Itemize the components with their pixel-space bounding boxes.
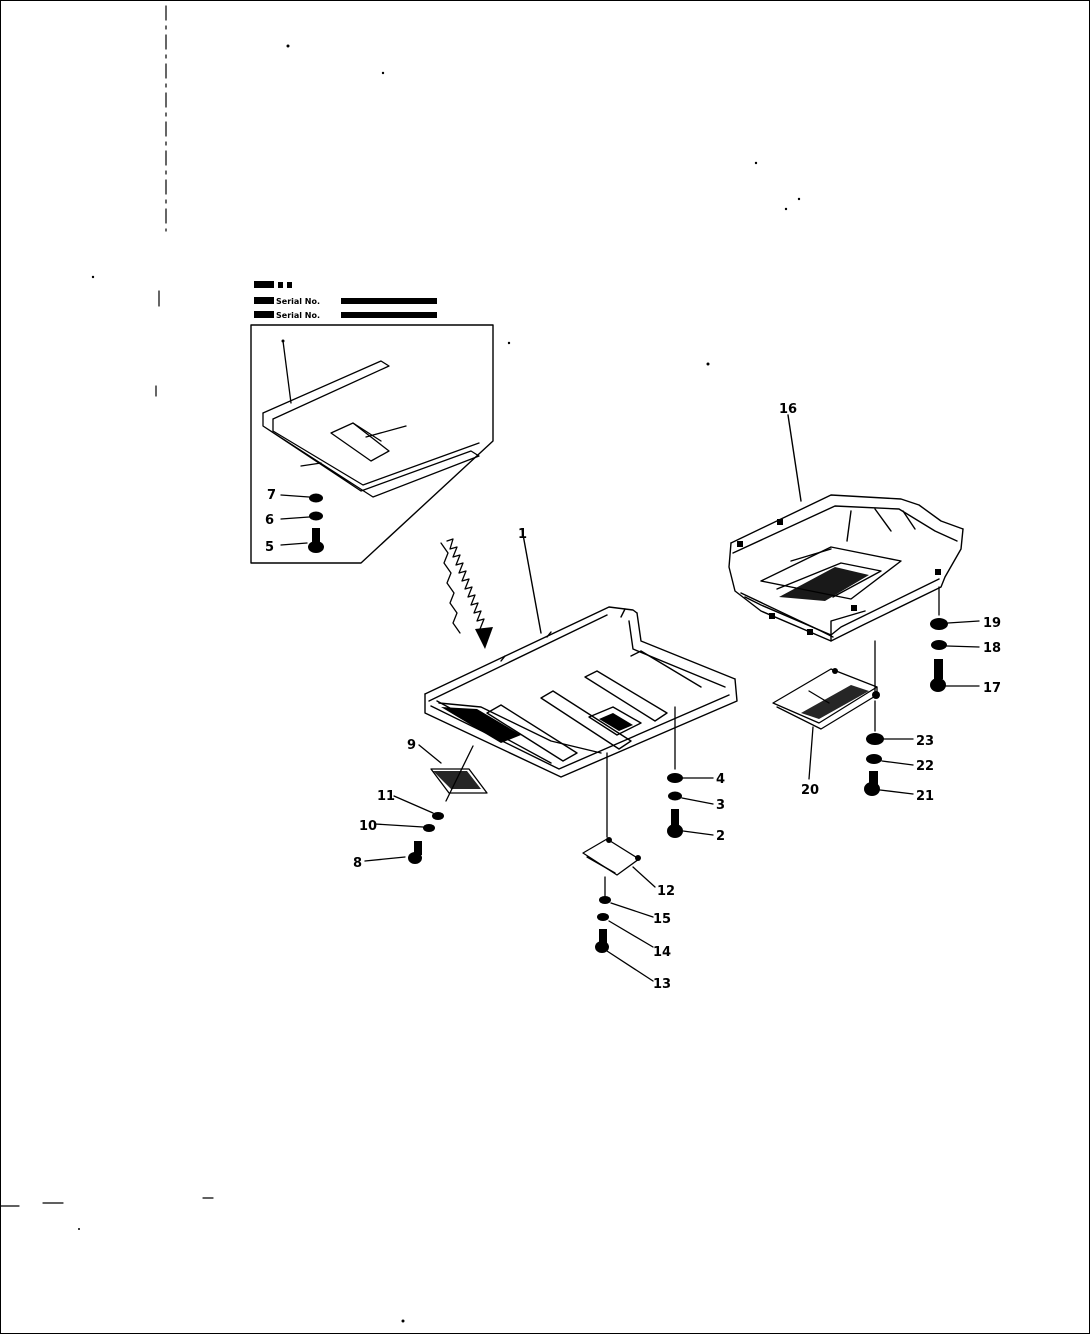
inset-header-line2: Serial No. [276, 297, 320, 306]
inset-frame [250, 324, 494, 564]
fasteners-2-4 [667, 706, 714, 838]
inset-guard-drawing [262, 339, 480, 498]
guard-part-1 [424, 528, 738, 778]
callout-23: 23 [916, 734, 934, 749]
callout-4: 4 [716, 772, 725, 787]
callout-5: 5 [265, 540, 274, 555]
callout-19: 19 [983, 616, 1001, 631]
callout-21: 21 [916, 789, 934, 804]
lock-washer-icon [668, 791, 682, 801]
callout-12: 12 [657, 884, 675, 899]
callout-22: 22 [916, 759, 934, 774]
callout-15: 15 [653, 912, 671, 927]
callout-8: 8 [353, 856, 362, 871]
cover-12-assembly [582, 752, 656, 982]
bolt-icon [414, 841, 422, 855]
callout-3: 3 [716, 798, 725, 813]
bolt-icon [671, 809, 679, 827]
bolt-icon [869, 771, 878, 785]
washer-icon [667, 773, 683, 783]
bolt-icon [312, 528, 320, 544]
callout-18: 18 [983, 641, 1001, 656]
inset-hardware [280, 493, 324, 553]
callout-17: 17 [983, 681, 1001, 696]
lock-washer-icon [931, 640, 947, 650]
reference-arrow [440, 538, 493, 649]
washer-icon [930, 618, 948, 630]
lock-washer-icon [309, 511, 323, 521]
fasteners-17-19 [930, 586, 980, 692]
guard-part-16 [728, 414, 964, 642]
bolt-icon [599, 929, 607, 943]
left-fasteners [364, 744, 444, 864]
callout-1: 1 [518, 527, 527, 542]
lock-washer-icon [423, 824, 435, 832]
scan-artifacts [1, 5, 801, 1323]
callout-labels: 1 2 3 4 5 6 7 8 9 10 11 12 13 14 15 16 1… [265, 402, 1001, 992]
cover-20-assembly [772, 640, 880, 780]
callout-7: 7 [267, 488, 276, 503]
washer-icon [599, 896, 611, 904]
callout-11: 11 [377, 789, 395, 804]
inset-detail: Serial No. Serial No. [250, 281, 494, 564]
callout-14: 14 [653, 945, 671, 960]
callout-10: 10 [359, 819, 377, 834]
washer-icon [866, 733, 884, 745]
washer-icon [309, 493, 323, 503]
bolt-icon [934, 659, 943, 679]
washer-icon [432, 812, 444, 820]
lock-washer-icon [866, 754, 882, 764]
lock-washer-icon [597, 913, 609, 921]
inset-header-line3: Serial No. [276, 311, 320, 320]
callout-2: 2 [716, 829, 725, 844]
callout-6: 6 [265, 513, 274, 528]
callout-16: 16 [779, 402, 797, 417]
callout-20: 20 [801, 783, 819, 798]
small-cover-plate [430, 745, 488, 802]
callout-9: 9 [407, 738, 416, 753]
fasteners-21-23 [864, 700, 914, 796]
callout-13: 13 [653, 977, 671, 992]
